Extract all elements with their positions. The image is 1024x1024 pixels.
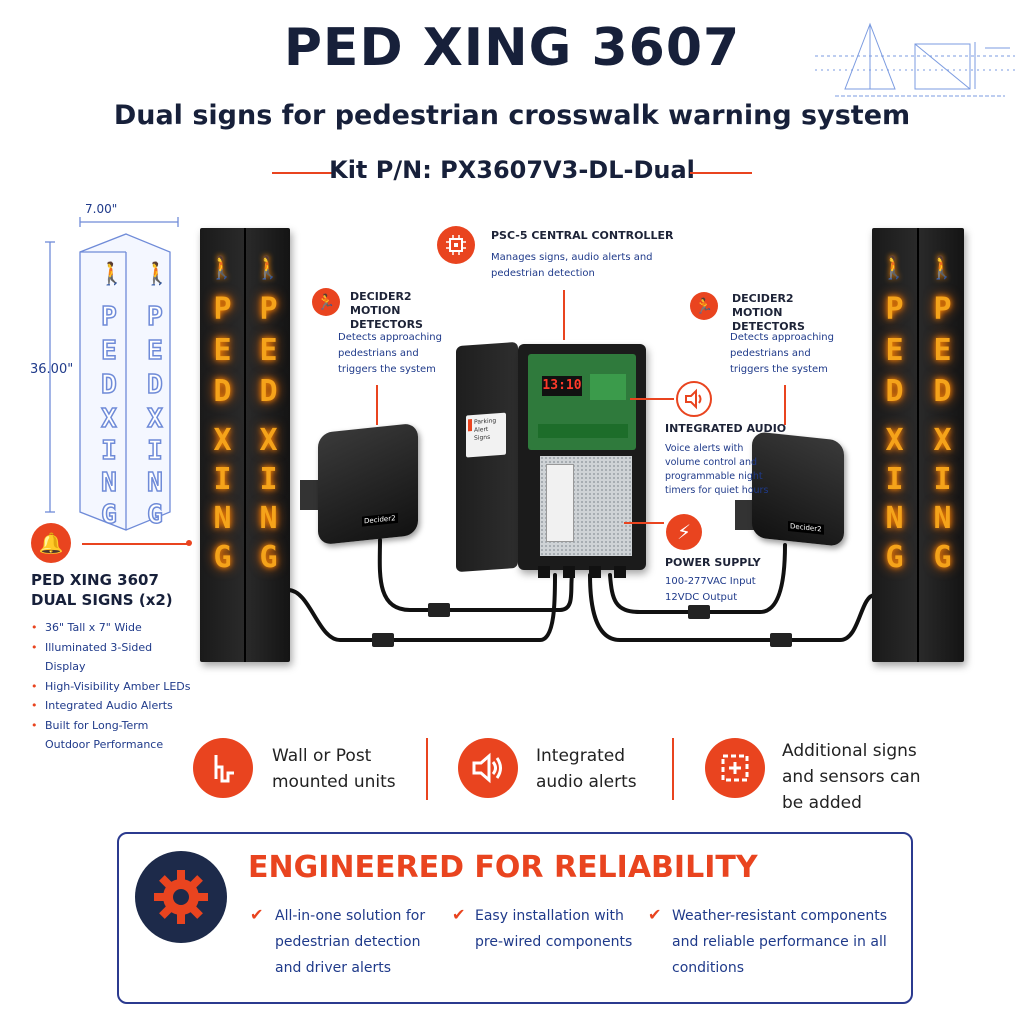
- bullet-item: Illuminated 3-Sided Display: [31, 638, 196, 677]
- audio-title: INTEGRATED AUDIO: [665, 422, 787, 435]
- chip-icon: [437, 226, 475, 264]
- sign-face-text: PED XING: [251, 292, 286, 579]
- psc5-controller-enclosure: 13:10: [518, 344, 646, 578]
- alarm-bell-icon: 🔔: [31, 523, 71, 563]
- detector-right-title: DECIDER2 MOTION DETECTORS: [732, 292, 805, 333]
- controller-leader: [563, 290, 565, 340]
- bullet-item: High-Visibility Amber LEDs: [31, 677, 196, 697]
- feature-expand-text: Additional signs and sensors can be adde…: [782, 741, 921, 813]
- page-title: PED XING 3607: [283, 18, 741, 78]
- cable-glands: [538, 566, 626, 578]
- audio-leader: [630, 398, 674, 400]
- gear-icon: [135, 851, 227, 943]
- reliability-panel: [117, 832, 913, 1004]
- power-leader: [624, 522, 664, 524]
- power-supply-module: [546, 464, 574, 542]
- lightning-bolt-icon: ⚡: [666, 514, 702, 550]
- pedestrian-icon: 🚶: [208, 256, 236, 281]
- check-icon: ✔: [648, 905, 662, 924]
- blueprint-sketch-icon: [815, 22, 1015, 97]
- door-label: Parking Alert Signs: [466, 412, 506, 458]
- height-dimension: 36.00": [30, 362, 74, 377]
- kit-divider-right: [690, 172, 752, 174]
- bullet-item: 36" Tall x 7" Wide: [31, 618, 196, 638]
- feature-divider: [426, 738, 428, 800]
- pedestrian-icon: 🚶: [928, 256, 956, 281]
- check-icon: ✔: [452, 905, 466, 924]
- outline-pedestrian-icon-right: 🚶: [143, 262, 171, 287]
- speaker-icon: [458, 738, 518, 798]
- power-input: 100-277VAC Input: [665, 576, 756, 587]
- feature-mount-text: Wall or Post mounted units: [272, 746, 396, 792]
- audio-description: Voice alerts with volume control and pro…: [665, 443, 769, 496]
- detector-label: Decider2: [788, 520, 824, 535]
- detector-left-description: Detects approaching pedestrians and trig…: [338, 332, 442, 375]
- running-person-icon: 🏃: [690, 292, 718, 320]
- sign-face-text: PED XING: [877, 292, 912, 579]
- detector-right-description: Detects approaching pedestrians and trig…: [730, 332, 834, 375]
- page-subtitle: Dual signs for pedestrian crosswalk warn…: [113, 100, 911, 131]
- ped-xing-sign-left: 🚶 🚶 PED XING PED XING: [200, 228, 290, 662]
- detector-left-title: DECIDER2 MOTION DETECTORS: [350, 290, 423, 331]
- controller-description: Manages signs, audio alerts and pedestri…: [491, 252, 653, 279]
- pedestrian-icon: 🚶: [880, 256, 908, 281]
- ped-xing-sign-right: 🚶 🚶 PED XING PED XING: [872, 228, 964, 662]
- kit-divider-left: [272, 172, 334, 174]
- add-sign-icon: [705, 738, 765, 798]
- power-output: 12VDC Output: [665, 592, 738, 603]
- circuit-board: 13:10: [528, 354, 636, 450]
- outline-pedestrian-icon-left: 🚶: [98, 262, 126, 287]
- detector-label: Decider2: [362, 512, 398, 527]
- reliability-item: Easy installation with pre-wired compone…: [475, 908, 633, 950]
- signs-leader: [82, 543, 188, 545]
- dual-signs-title: PED XING 3607 DUAL SIGNS (x2): [31, 571, 173, 609]
- pedestrian-icon: 🚶: [254, 256, 282, 281]
- bullet-item: Built for Long-Term Outdoor Performance: [31, 716, 196, 755]
- feature-divider: [672, 738, 674, 800]
- outline-sign-text-right: PED XING: [139, 301, 171, 533]
- reliability-title: ENGINEERED FOR RELIABILITY: [248, 850, 758, 885]
- power-title: POWER SUPPLY: [665, 556, 761, 569]
- detector-mount-bracket: [735, 500, 757, 530]
- controller-door: Parking Alert Signs: [456, 341, 518, 573]
- reliability-item: All-in-one solution for pedestrian detec…: [275, 908, 426, 976]
- controller-display: 13:10: [542, 376, 582, 396]
- speaker-icon: [676, 381, 712, 417]
- detector-right-leader: [784, 385, 786, 425]
- decider2-detector-left: Decider2: [318, 422, 418, 546]
- check-icon: ✔: [250, 905, 264, 924]
- feature-audio-text: Integrated audio alerts: [536, 746, 637, 792]
- sign-outline-diagram: [45, 217, 179, 531]
- controller-title: PSC-5 CENTRAL CONTROLLER: [491, 229, 674, 242]
- mounting-plate: [540, 456, 632, 556]
- bullet-item: Integrated Audio Alerts: [31, 696, 196, 716]
- width-dimension: 7.00": [85, 202, 118, 216]
- reliability-item: Weather-resistant components and reliabl…: [672, 908, 888, 976]
- kit-part-number: Kit P/N: PX3607V3-DL-Dual: [329, 156, 695, 184]
- sign-face-text: PED XING: [205, 292, 240, 579]
- post-mount-icon: [193, 738, 253, 798]
- dual-signs-bullets: 36" Tall x 7" Wide Illuminated 3-Sided D…: [31, 618, 196, 755]
- signs-leader-dot: [186, 540, 192, 546]
- outline-sign-text-left: PED XING: [93, 301, 125, 533]
- detector-mount-bracket: [300, 480, 322, 510]
- sign-face-text: PED XING: [925, 292, 960, 579]
- detector-left-leader: [376, 385, 378, 425]
- running-person-icon: 🏃: [312, 288, 340, 316]
